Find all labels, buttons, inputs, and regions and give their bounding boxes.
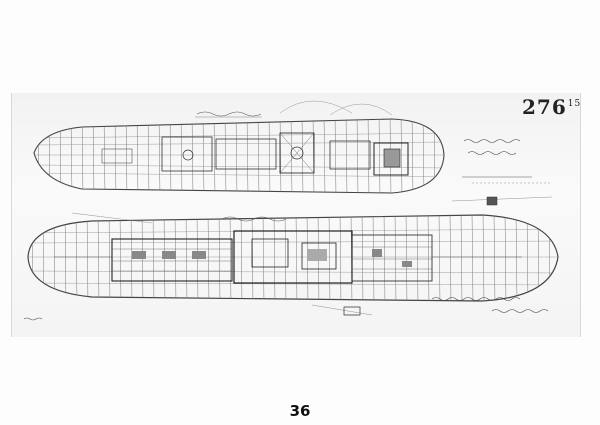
handwritten-annotations [23,139,549,321]
sheet-number-suffix: 15 [567,99,582,110]
page-number: 36 [289,402,311,420]
ship-plan-sheet: 27615 [11,93,581,337]
sheet-number-main: 276 [522,95,567,119]
sheet-number: 27615 [522,95,581,119]
ship-plan-drawing [23,100,559,321]
lower-hold-plan [27,176,559,316]
upper-deck-plan [33,100,445,194]
